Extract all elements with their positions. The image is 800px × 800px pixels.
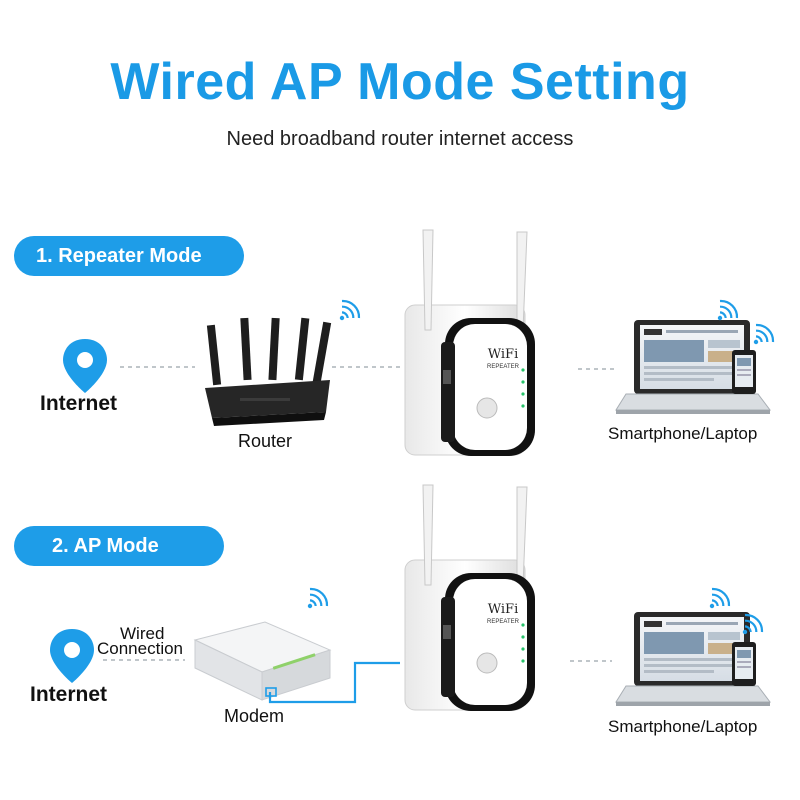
repeater-label: REPEATER xyxy=(487,619,519,625)
ethernet-cable xyxy=(268,661,400,704)
wifi-repeater-image xyxy=(404,229,536,457)
ap-mode-badge: 2. AP Mode xyxy=(14,526,224,566)
modem-image xyxy=(193,621,332,701)
wifi-signal-icon xyxy=(752,320,778,346)
internet-label: Internet xyxy=(30,683,108,706)
router-label: Router xyxy=(238,431,293,451)
client-label: Smartphone/Laptop xyxy=(608,424,758,443)
repeater-logo: WiFi xyxy=(487,602,519,617)
router-image xyxy=(205,317,332,426)
laptop-smartphone-image xyxy=(615,319,771,415)
wifi-signal-icon xyxy=(708,584,734,610)
location-pin-icon xyxy=(63,339,107,393)
location-pin-icon xyxy=(50,629,94,683)
repeater-mode-badge: 1. Repeater Mode xyxy=(14,236,244,276)
wifi-repeater-image xyxy=(404,484,536,712)
client-label: Smartphone/Laptop xyxy=(608,717,758,736)
internet-label: Internet xyxy=(40,392,118,415)
page-subtitle: Need broadband router internet access xyxy=(226,128,574,150)
connection-label: Connection xyxy=(97,639,184,658)
wifi-signal-icon xyxy=(716,296,742,322)
page-title: Wired AP Mode Setting xyxy=(110,53,690,111)
repeater-label: REPEATER xyxy=(487,364,519,370)
wifi-signal-icon xyxy=(306,584,332,610)
modem-label: Modem xyxy=(224,706,285,726)
wifi-signal-icon xyxy=(338,296,364,322)
wired-label: Wired xyxy=(120,624,165,643)
repeater-logo: WiFi xyxy=(487,347,519,362)
